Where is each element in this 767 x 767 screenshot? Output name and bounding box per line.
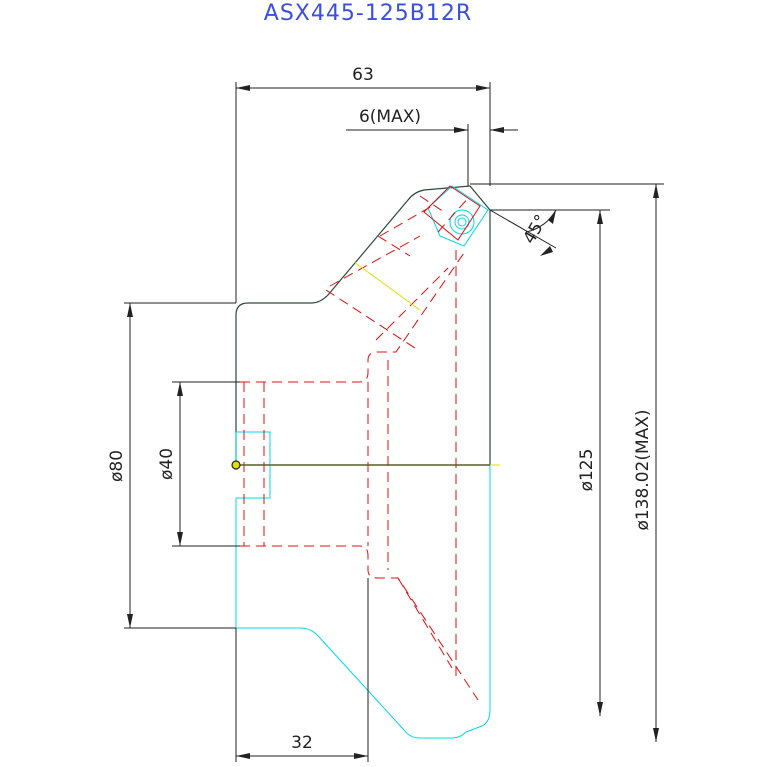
dim-32: 32 (291, 733, 313, 753)
centerline (231, 460, 490, 470)
dim-63: 63 (352, 65, 374, 85)
body-outline (235, 185, 491, 466)
hidden-lines (240, 195, 479, 701)
dim-dia-138-max: ø138.02(MAX) (633, 409, 653, 530)
dim-45deg: 45° (519, 211, 551, 247)
drawing-title: ASX445-125B12R (264, 1, 472, 26)
dim-dia-125: ø125 (577, 449, 597, 492)
dim-6-max: 6(MAX) (359, 107, 421, 127)
insert-red (423, 185, 481, 241)
dimension-lines (124, 82, 664, 762)
dim-dia-80: ø80 (107, 450, 127, 482)
arrowheads (127, 85, 659, 759)
dim-dia-40: ø40 (157, 448, 177, 480)
yellow-line (353, 261, 500, 466)
